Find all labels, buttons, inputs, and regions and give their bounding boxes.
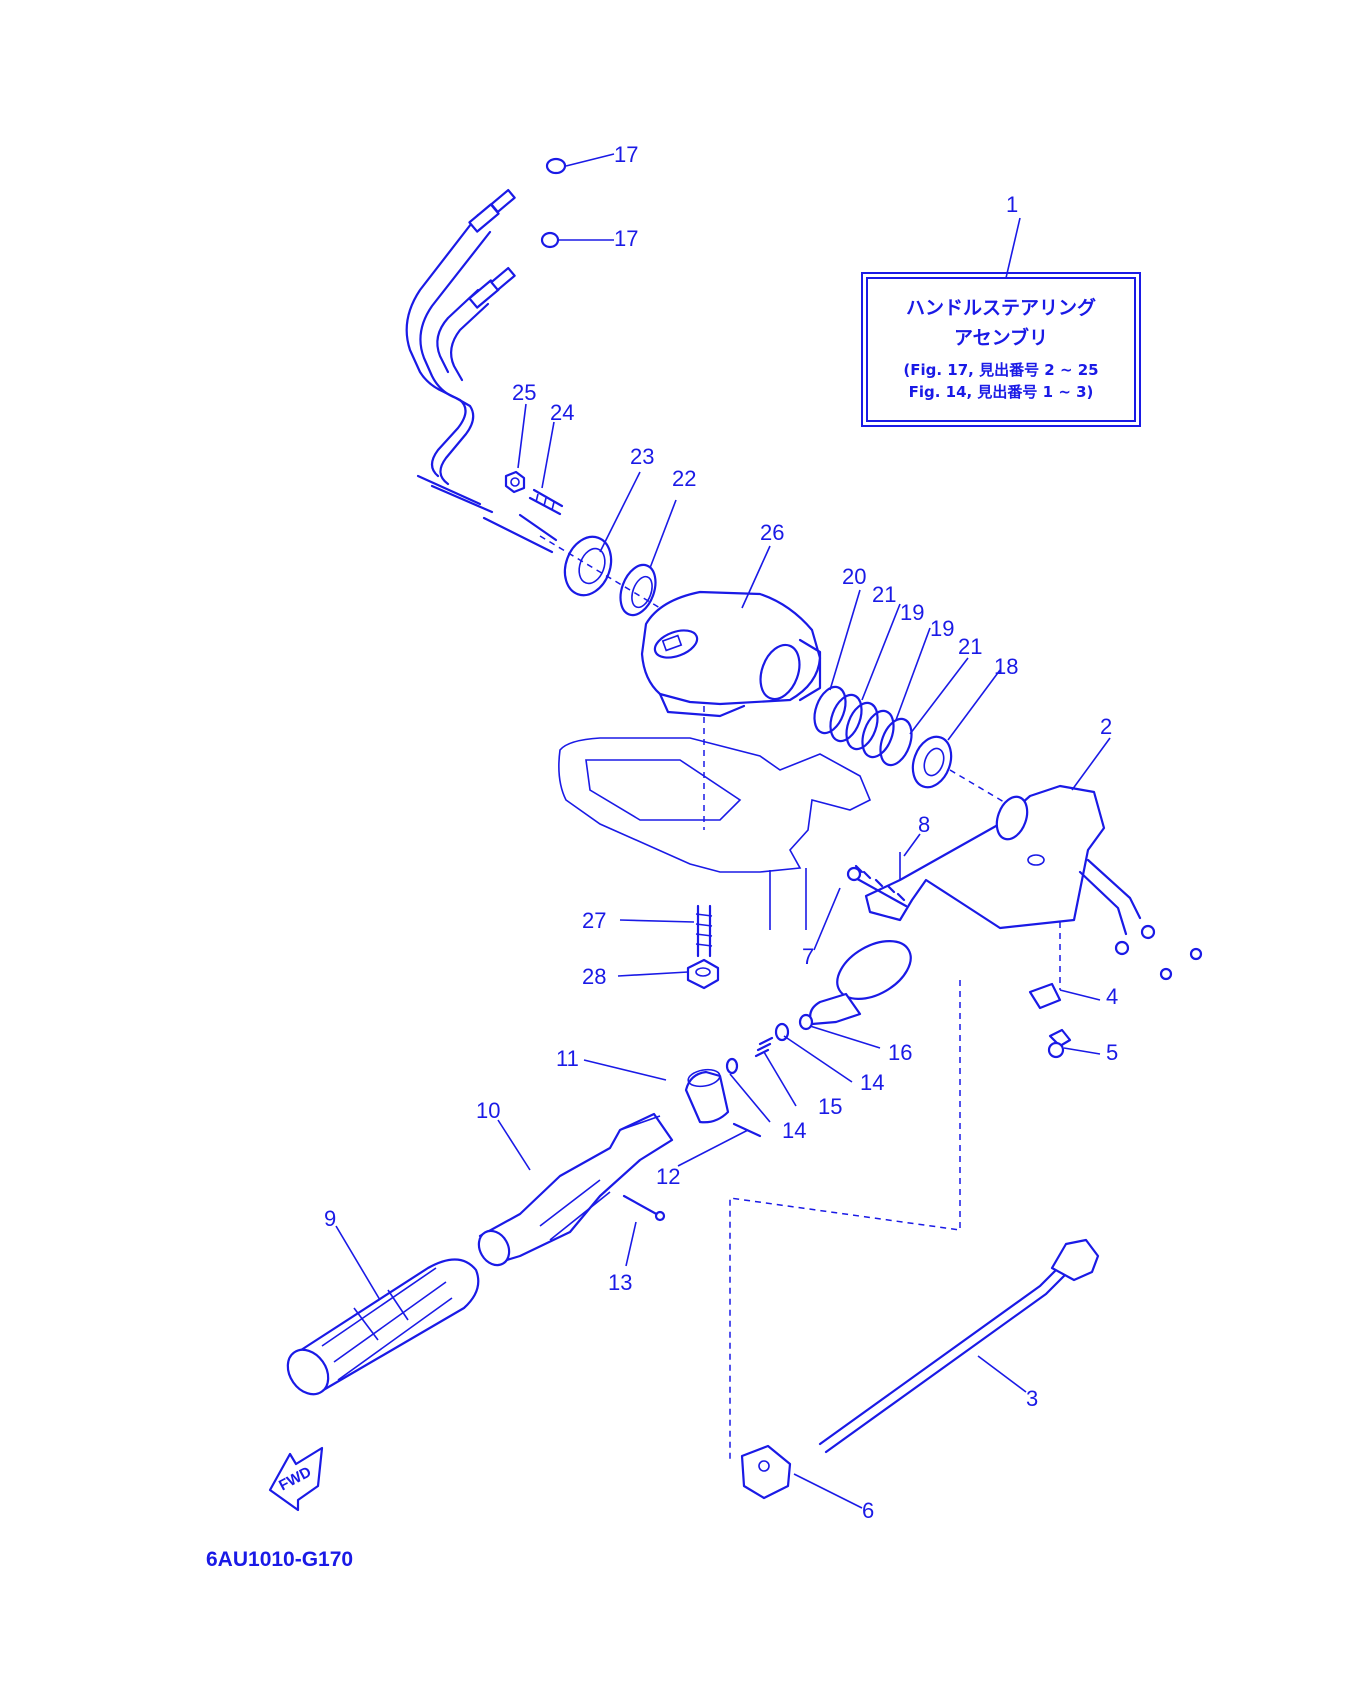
callout-9: 9 bbox=[324, 1206, 336, 1231]
callout-17b: 17 bbox=[614, 226, 638, 251]
handle-bracket-26 bbox=[640, 590, 822, 830]
throttle-cables bbox=[405, 157, 567, 554]
callout-7: 7 bbox=[802, 944, 814, 969]
steering-arm-2 bbox=[729, 784, 1203, 1460]
callout-20: 20 bbox=[842, 564, 866, 589]
callout-6: 6 bbox=[862, 1498, 874, 1523]
note-title-line2: アセンブリ bbox=[953, 327, 1049, 349]
callout-27: 27 bbox=[582, 908, 606, 933]
forward-direction-arrow: FWD bbox=[268, 1446, 324, 1512]
callout-18: 18 bbox=[994, 654, 1018, 679]
callout-28: 28 bbox=[582, 964, 606, 989]
callout-12: 12 bbox=[656, 1164, 680, 1189]
note-ref-line2: Fig. 14, 見出番号 1 ~ 3) bbox=[908, 383, 1094, 401]
bolt-27-nut-28 bbox=[686, 904, 720, 990]
callout-15: 15 bbox=[818, 1094, 842, 1119]
leader-lines bbox=[335, 153, 1111, 1509]
figure-code: 6AU1010-G170 bbox=[206, 1548, 354, 1571]
bottom-plate bbox=[558, 737, 872, 930]
callout-21b: 21 bbox=[958, 634, 982, 659]
callout-21a: 21 bbox=[872, 582, 896, 607]
note-title-line1: ハンドルステアリング bbox=[905, 297, 1096, 319]
callout-14b: 14 bbox=[860, 1070, 884, 1095]
callout-23: 23 bbox=[630, 444, 654, 469]
callout-26: 26 bbox=[760, 520, 784, 545]
callout-5: 5 bbox=[1106, 1040, 1118, 1065]
assembly-note-box: ハンドルステアリング アセンブリ (Fig. 17, 見出番号 2 ~ 25 F… bbox=[861, 272, 1141, 427]
callout-19a: 19 bbox=[900, 600, 924, 625]
throttle-grip-assembly bbox=[286, 1013, 814, 1396]
callout-25: 25 bbox=[512, 380, 536, 405]
callout-labels: 1 2 3 4 5 6 7 8 9 10 11 12 13 14 14 15 1… bbox=[324, 142, 1118, 1523]
callout-17a: 17 bbox=[614, 142, 638, 167]
friction-rod-3-and-block-6 bbox=[740, 1238, 1100, 1500]
callout-14a: 14 bbox=[782, 1118, 806, 1143]
callout-1: 1 bbox=[1006, 192, 1018, 217]
callout-13: 13 bbox=[608, 1270, 632, 1295]
callout-24: 24 bbox=[550, 400, 574, 425]
callout-22: 22 bbox=[672, 466, 696, 491]
callout-10: 10 bbox=[476, 1098, 500, 1123]
callout-11: 11 bbox=[556, 1046, 579, 1071]
small-hardware bbox=[846, 852, 1072, 1059]
callout-16: 16 bbox=[888, 1040, 912, 1065]
note-ref-line1: (Fig. 17, 見出番号 2 ~ 25 bbox=[903, 361, 1099, 379]
callout-19b: 19 bbox=[930, 616, 954, 641]
springs-washers-18-21 bbox=[813, 685, 1005, 803]
nut-and-bolt-25-24 bbox=[504, 470, 564, 516]
callout-8: 8 bbox=[918, 812, 930, 837]
callout-2: 2 bbox=[1100, 714, 1112, 739]
callout-3: 3 bbox=[1026, 1386, 1038, 1411]
callout-4: 4 bbox=[1106, 984, 1118, 1009]
